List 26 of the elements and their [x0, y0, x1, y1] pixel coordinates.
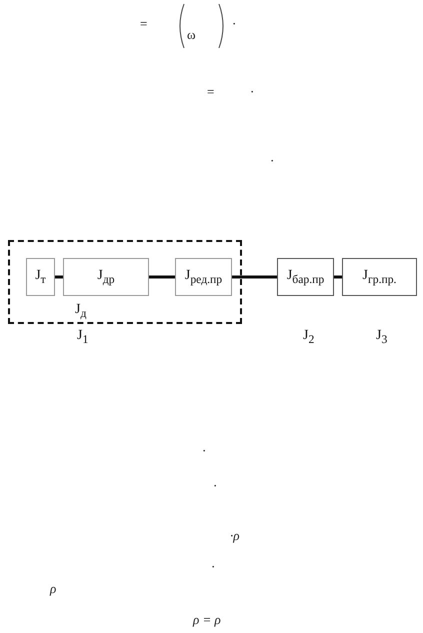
formula-fragment: · — [202, 443, 206, 459]
inertia-box: J$_{гр.пр.}$ — [342, 258, 417, 296]
formula-fragment: · — [250, 84, 254, 100]
formula-fragment: · — [213, 478, 218, 494]
group-label: J$_{д}$ — [75, 302, 86, 320]
group-frame — [8, 240, 242, 324]
formula-fragment: · — [211, 559, 216, 575]
formula-fragment: = — [140, 16, 148, 32]
formula-fragment: · — [270, 153, 274, 169]
shaft-link — [232, 276, 277, 278]
formula-fragment: ρ — [50, 581, 56, 597]
inertia-box: J$_{т}$ — [26, 258, 55, 296]
inertia-box: J$_{бар.пр}$ — [277, 258, 334, 296]
formula-fragment: ·ρ — [230, 528, 240, 544]
inertia-label: J$_{3}$ — [376, 328, 388, 346]
shaft-link — [55, 276, 63, 278]
formula-fragment: ρ = ρ — [193, 612, 221, 628]
inertia-label: J$_{2}$ — [303, 328, 314, 346]
formula-fragment: · — [232, 16, 236, 32]
shaft-link — [149, 276, 175, 278]
inertia-box: J$_{ред.пр}$ — [175, 258, 232, 296]
inertia-box: J$_{др}$ — [63, 258, 149, 296]
formula-fragment: = — [207, 84, 214, 100]
shaft-link — [334, 276, 342, 278]
inertia-label: J$_{1}$ — [77, 328, 88, 346]
formula-fragment: ω — [187, 27, 196, 43]
